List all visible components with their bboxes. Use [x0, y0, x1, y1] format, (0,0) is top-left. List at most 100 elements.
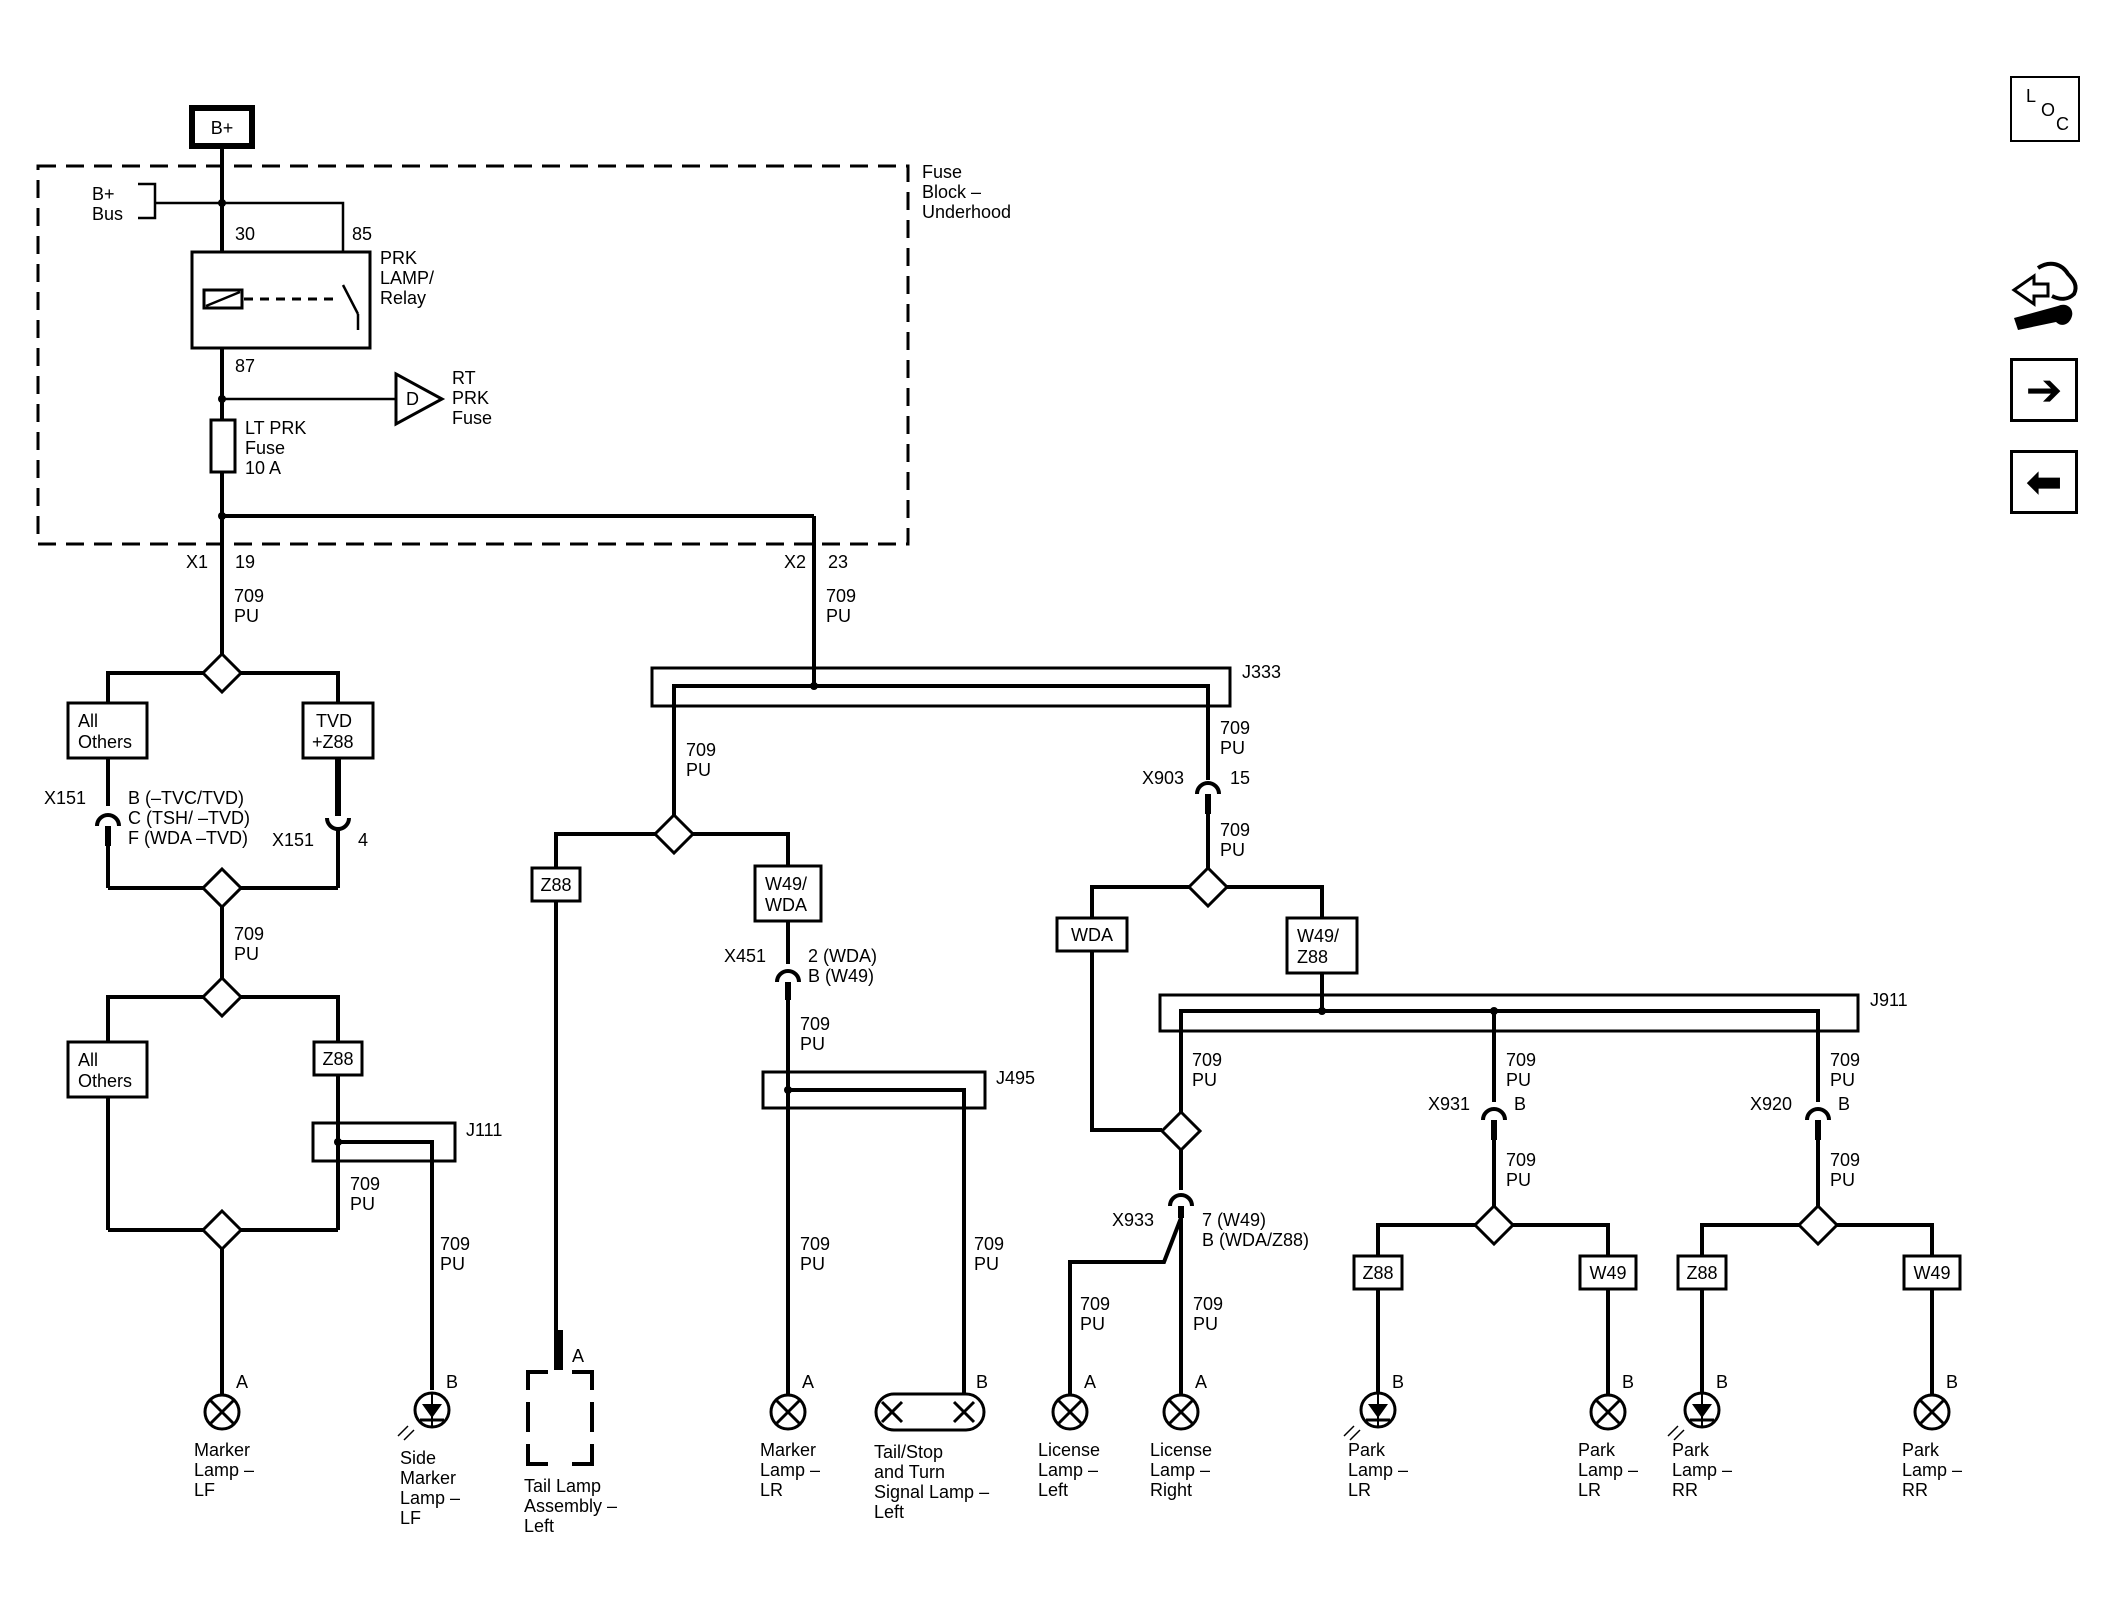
- loc-letter-c: C: [2056, 114, 2069, 134]
- license-left-2: Lamp –: [1038, 1460, 1098, 1480]
- x151-pin-3: F (WDA –TVD): [128, 828, 248, 848]
- x931-pin: B: [1514, 1094, 1526, 1114]
- park-lr-1: Park: [1578, 1440, 1616, 1460]
- pin-a-1: A: [236, 1372, 248, 1392]
- relay-pin-85: 85: [352, 224, 372, 244]
- option-w49-d: [1902, 1254, 1962, 1291]
- d-reference-symbol: [394, 371, 446, 427]
- wire-color-8: PU: [800, 1254, 825, 1274]
- right-arrow-icon: ➔: [2025, 364, 2063, 416]
- wire-ckt-18: 709: [1830, 1150, 1860, 1170]
- side-marker-4: LF: [400, 1508, 421, 1528]
- x151-left: X151: [44, 788, 86, 808]
- wire-color-5: PU: [826, 606, 851, 626]
- tail-lamp-2: Assembly –: [524, 1496, 617, 1516]
- x451-pin-2: B (W49): [808, 966, 874, 986]
- license-left-3: Left: [1038, 1480, 1068, 1500]
- fuse-block-boundary: [36, 164, 910, 546]
- opt-all-others-1b: Others: [78, 732, 132, 752]
- wire-color-17: PU: [1830, 1070, 1855, 1090]
- pin-b-1: B: [446, 1372, 458, 1392]
- option-tvd-z88: [301, 701, 375, 760]
- pin-a-5: A: [1195, 1372, 1207, 1392]
- wire-ckt-10: 709: [1220, 718, 1250, 738]
- x151-pin-1: B (–TVC/TVD): [128, 788, 244, 808]
- opt-all-others-1a: All: [78, 711, 98, 731]
- park-rr-2: Lamp –: [1902, 1460, 1962, 1480]
- splice-j495: [761, 1070, 987, 1110]
- marker-lamp-lr-icon: [769, 1393, 807, 1431]
- option-w49-z88: [1285, 916, 1359, 975]
- side-marker-1: Side: [400, 1448, 436, 1468]
- wire-color-13: PU: [1080, 1314, 1105, 1334]
- relay-pin-87: 87: [235, 356, 255, 376]
- tools-button[interactable]: [2008, 256, 2084, 336]
- opt-w49z88-1: W49/: [1297, 926, 1339, 946]
- tail-lamp-assembly-left-icon: [526, 1370, 594, 1466]
- x920-pin: B: [1838, 1094, 1850, 1114]
- side-marker-2: Marker: [400, 1468, 456, 1488]
- lt-fuse-1: LT PRK: [245, 418, 306, 438]
- wire-ckt-5: 709: [826, 586, 856, 606]
- park-lamp-lr-icon: [1589, 1393, 1627, 1431]
- tools-icon: [2011, 261, 2078, 330]
- b-plus-label: B+: [211, 118, 234, 138]
- relay-pin-30: 30: [235, 224, 255, 244]
- side-marker-led-icon: [397, 1391, 451, 1441]
- license-lamp-left-icon: [1051, 1393, 1089, 1431]
- bus-label-1: B+: [92, 184, 115, 204]
- wire-color: PU: [234, 606, 259, 626]
- opt-tvd-2: +Z88: [312, 732, 354, 752]
- loc-letter-l: L: [2026, 86, 2037, 106]
- relay-label-2: LAMP/: [380, 268, 434, 288]
- wire-ckt-17: 709: [1830, 1050, 1860, 1070]
- x451-pin-1: 2 (WDA): [808, 946, 877, 966]
- marker-lf-3: LF: [194, 1480, 215, 1500]
- fuse-block-title-3: Underhood: [922, 202, 1011, 222]
- park-lamp-lr-led-icon: [1343, 1391, 1397, 1441]
- wire-color-3: PU: [350, 1194, 375, 1214]
- tail-stop-1: Tail/Stop: [874, 1442, 943, 1462]
- park-rr-1: Park: [1902, 1440, 1940, 1460]
- option-all-others-1: [66, 701, 149, 760]
- x933-pin-1: 7 (W49): [1202, 1210, 1266, 1230]
- pin-b-6: B: [1946, 1372, 1958, 1392]
- location-button[interactable]: L O C: [2010, 76, 2080, 142]
- wire-ckt-14: 709: [1193, 1294, 1223, 1314]
- x151-right-pin: 4: [358, 830, 368, 850]
- opt-tvd-1: TVD: [316, 711, 352, 731]
- license-right-2: Lamp –: [1150, 1460, 1210, 1480]
- fuse-block-title-2: Block –: [922, 182, 981, 202]
- x451-label: X451: [724, 946, 766, 966]
- opt-all-others-2a: All: [78, 1050, 98, 1070]
- j333-label: J333: [1242, 662, 1281, 682]
- park-lr-led-1: Park: [1348, 1440, 1386, 1460]
- opt-w49z88-2: Z88: [1297, 947, 1328, 967]
- wire-ckt-2: 709: [234, 924, 264, 944]
- marker-lamp-lf-icon: [203, 1393, 241, 1431]
- wire-color-11: PU: [1220, 840, 1245, 860]
- rt-fuse-1: RT: [452, 368, 476, 388]
- wire-color-10: PU: [1220, 738, 1245, 758]
- left-arrow-icon: ⬅: [2025, 456, 2063, 508]
- license-lamp-right-icon: [1162, 1393, 1200, 1431]
- opt-z88-d: Z88: [1686, 1263, 1717, 1283]
- next-page-button[interactable]: ➔: [2010, 358, 2078, 422]
- splice-j111: [311, 1121, 457, 1163]
- wire-color-7: PU: [800, 1034, 825, 1054]
- wire-ckt-3: 709: [350, 1174, 380, 1194]
- previous-page-button[interactable]: ⬅: [2010, 450, 2078, 514]
- opt-w49-c: W49: [1589, 1263, 1626, 1283]
- j111-label: J111: [466, 1120, 502, 1140]
- park-lr-2: Lamp –: [1578, 1460, 1638, 1480]
- park-rr-led-1: Park: [1672, 1440, 1710, 1460]
- x903-pin: 15: [1230, 768, 1250, 788]
- opt-w49wda-2: WDA: [765, 895, 807, 915]
- wire-color-9: PU: [974, 1254, 999, 1274]
- park-lr-3: LR: [1578, 1480, 1601, 1500]
- park-lamp-rr-led-icon: [1667, 1391, 1721, 1441]
- wire-ckt-12: 709: [1192, 1050, 1222, 1070]
- park-rr-led-3: RR: [1672, 1480, 1698, 1500]
- x920-label: X920: [1750, 1094, 1792, 1114]
- relay-label-3: Relay: [380, 288, 426, 308]
